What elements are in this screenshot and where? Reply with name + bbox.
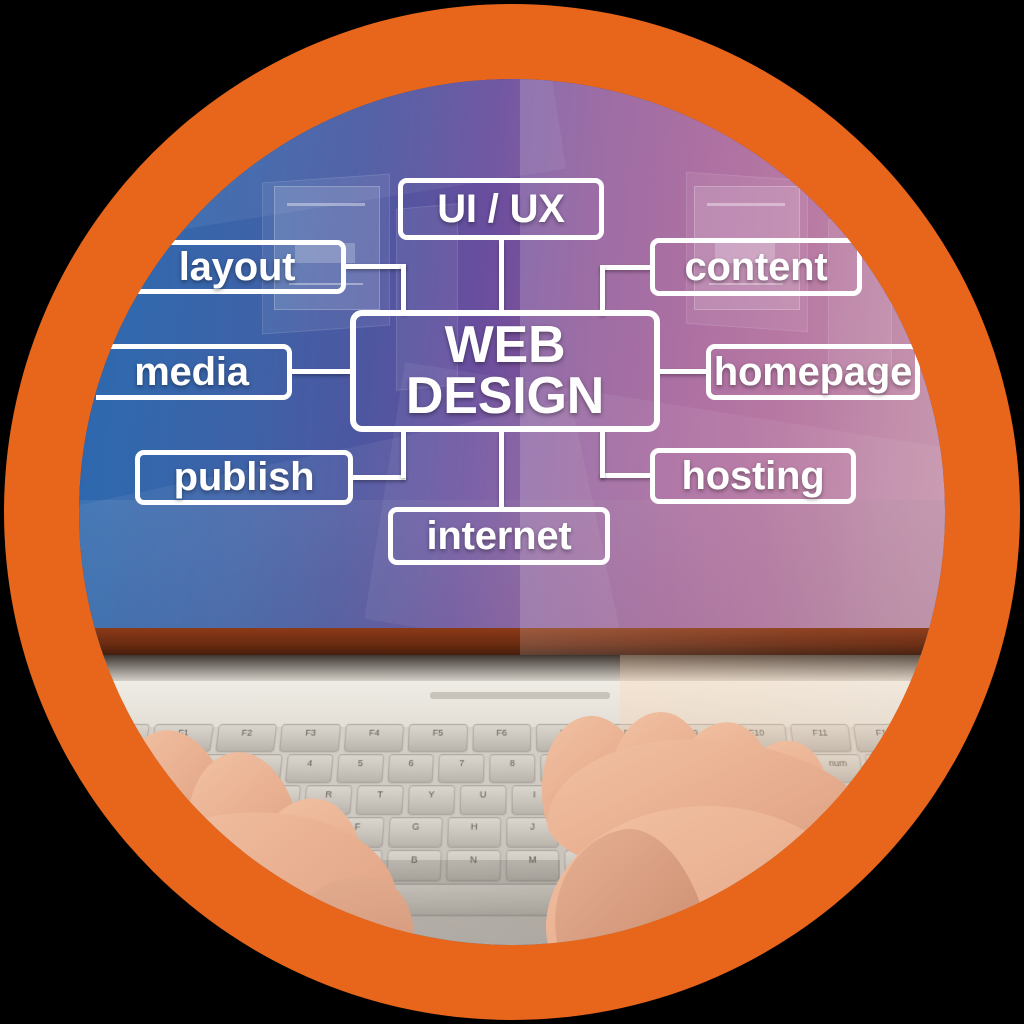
node-hosting-label: hosting (681, 453, 825, 498)
connector-publish-v (401, 428, 406, 478)
keyboard-key[interactable]: H (446, 817, 501, 847)
node-hosting[interactable]: hosting (650, 448, 856, 504)
keyboard-key[interactable]: F4 (343, 724, 405, 752)
connector-layout-h (346, 264, 406, 269)
keyboard-key[interactable]: 6 (387, 754, 435, 783)
node-layout-label: layout (178, 244, 296, 289)
connector-layout-v (401, 264, 406, 314)
keyboard-key[interactable]: U (459, 785, 507, 815)
keyboard-key[interactable]: F3 (279, 724, 341, 752)
connector-content-v (600, 265, 605, 315)
keyboard-key[interactable]: 5 (336, 754, 384, 783)
keyboard-key[interactable]: T (355, 785, 404, 815)
screen-poster-right (694, 186, 800, 310)
keyboard-key[interactable]: G (388, 817, 443, 847)
node-uiux[interactable]: UI / UX (398, 178, 604, 240)
photo-content: WEB DESIGN UI / UX layout media publish (79, 79, 945, 945)
node-homepage-label: homepage (713, 349, 913, 394)
connector-content-h (600, 265, 652, 270)
node-publish-label: publish (173, 455, 315, 499)
connector-homepage-h (658, 369, 708, 374)
keyboard-key[interactable]: 7 (438, 754, 485, 783)
laptop-deck-lip (79, 681, 945, 727)
laptop-brand-text (430, 692, 610, 699)
node-uiux-label: UI / UX (437, 186, 565, 231)
node-web-design-label: WEB DESIGN (405, 315, 605, 425)
node-homepage[interactable]: homepage (706, 344, 920, 400)
connector-internet (499, 432, 504, 507)
keyboard-key[interactable]: Y (407, 785, 455, 815)
node-internet-label: internet (426, 513, 572, 558)
keyboard-key[interactable]: F6 (471, 724, 532, 752)
laptop-screen (79, 79, 945, 840)
node-internet[interactable]: internet (388, 507, 610, 565)
laptop-hinge (79, 655, 945, 681)
web-design-mindmap: WEB DESIGN UI / UX layout media publish (79, 79, 945, 655)
keyboard-key[interactable]: F5 (407, 724, 468, 752)
connector-publish-h (353, 475, 406, 480)
node-content[interactable]: content (650, 238, 862, 296)
connector-hosting-h (600, 473, 652, 478)
connector-hosting-v (600, 428, 605, 478)
keyboard-key[interactable]: 8 (489, 754, 536, 783)
circular-photo: WEB DESIGN UI / UX layout media publish (79, 79, 945, 945)
node-web-design[interactable]: WEB DESIGN (350, 310, 660, 432)
node-content-label: content (684, 244, 828, 289)
keyboard-key[interactable]: F2 (215, 724, 278, 752)
node-layout[interactable]: layout (128, 240, 346, 294)
node-media[interactable]: media (96, 344, 292, 400)
screen-bezel-bottom (79, 628, 945, 658)
node-publish[interactable]: publish (135, 450, 353, 505)
connector-media-h (292, 369, 350, 374)
keyboard-key[interactable]: 4 (285, 754, 334, 783)
connector-uiux (499, 240, 504, 310)
node-media-label: media (134, 349, 249, 394)
